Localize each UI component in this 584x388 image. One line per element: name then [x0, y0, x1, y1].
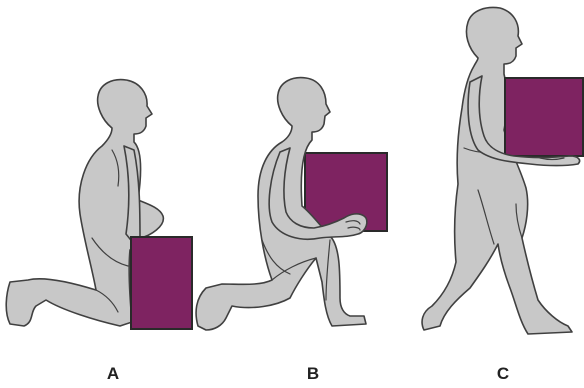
- step-c-label: C: [488, 364, 518, 384]
- step-a-box: [131, 237, 192, 329]
- step-c-box: [505, 78, 583, 156]
- step-b-label: B: [298, 364, 328, 384]
- step-c-figure: [422, 8, 583, 334]
- step-a-figure: [6, 80, 192, 329]
- step-c-person: [422, 8, 572, 334]
- step-c-body: [422, 8, 572, 334]
- step-a-label: A: [98, 364, 128, 384]
- step-b-figure: [196, 78, 387, 330]
